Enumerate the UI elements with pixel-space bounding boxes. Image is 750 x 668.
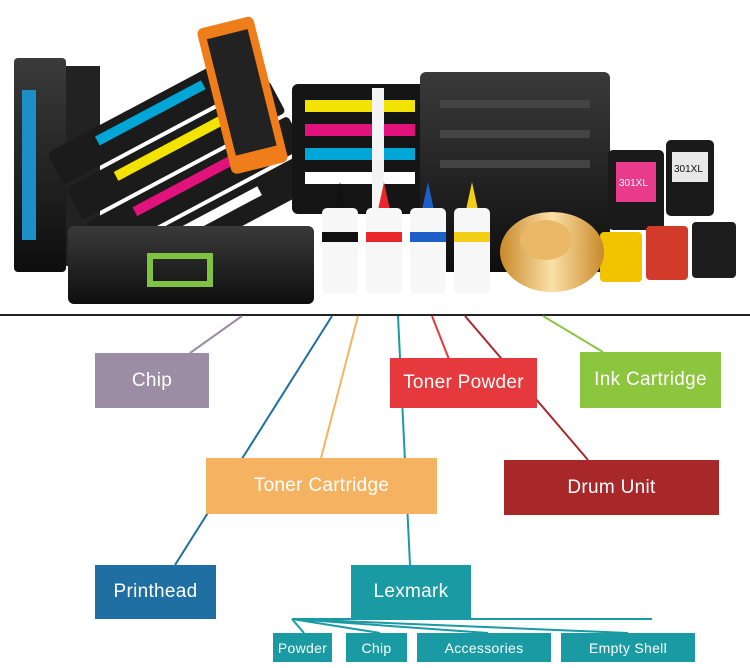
products-photo: 301XL 301XL: [14, 16, 736, 304]
node-printhead: Printhead: [95, 565, 216, 619]
node-powder-label: Powder: [277, 639, 328, 656]
node-ink-cartridge: Ink Cartridge: [580, 352, 721, 408]
svg-text:301XL: 301XL: [619, 178, 648, 189]
node-accessories: Accessories: [417, 633, 551, 662]
waste-toner-cylinder-image: [500, 212, 604, 292]
node-accessories-label: Accessories: [444, 639, 524, 656]
link-empty-shell: [291, 618, 629, 634]
node-lexmark-label: Lexmark: [373, 581, 449, 602]
link-lexmark: [397, 315, 411, 566]
link-chip-sub: [291, 618, 381, 634]
link-toner-cartridge: [320, 315, 359, 459]
node-ink-cartridge-label: Ink Cartridge: [594, 369, 707, 390]
node-toner-powder-label: Toner Powder: [403, 372, 524, 393]
node-chip-label: Chip: [131, 369, 173, 391]
orange-cartridge-image: [197, 16, 288, 174]
node-drum-unit-label: Drum Unit: [567, 476, 656, 498]
link-chip: [189, 315, 243, 354]
toner-bottles-image: [322, 182, 490, 294]
node-powder: Powder: [273, 633, 332, 662]
link-ink-cartridge: [542, 315, 604, 353]
black-toner-cartridge-image: [68, 226, 314, 304]
node-empty-shell: Empty Shell: [561, 633, 695, 662]
node-toner-powder: Toner Powder: [390, 358, 537, 408]
ink-cartridge-images: 301XL 301XL: [600, 140, 736, 282]
node-chip-sub: Chip: [346, 633, 407, 662]
node-chip: Chip: [95, 353, 209, 408]
link-powder: [291, 618, 305, 634]
node-printhead-label: Printhead: [113, 581, 198, 602]
divider-line: [0, 314, 750, 316]
node-empty-shell-label: Empty Shell: [589, 639, 667, 656]
svg-text:301XL: 301XL: [674, 164, 703, 175]
cartridge-set-image: [292, 84, 432, 214]
node-toner-cartridge: Toner Cartridge: [206, 458, 437, 514]
node-drum-unit: Drum Unit: [504, 460, 719, 515]
link-accessories: [291, 618, 489, 634]
node-toner-cartridge-label: Toner Cartridge: [253, 475, 390, 496]
node-chip-sub-label: Chip: [361, 639, 392, 656]
node-lexmark: Lexmark: [351, 565, 471, 619]
